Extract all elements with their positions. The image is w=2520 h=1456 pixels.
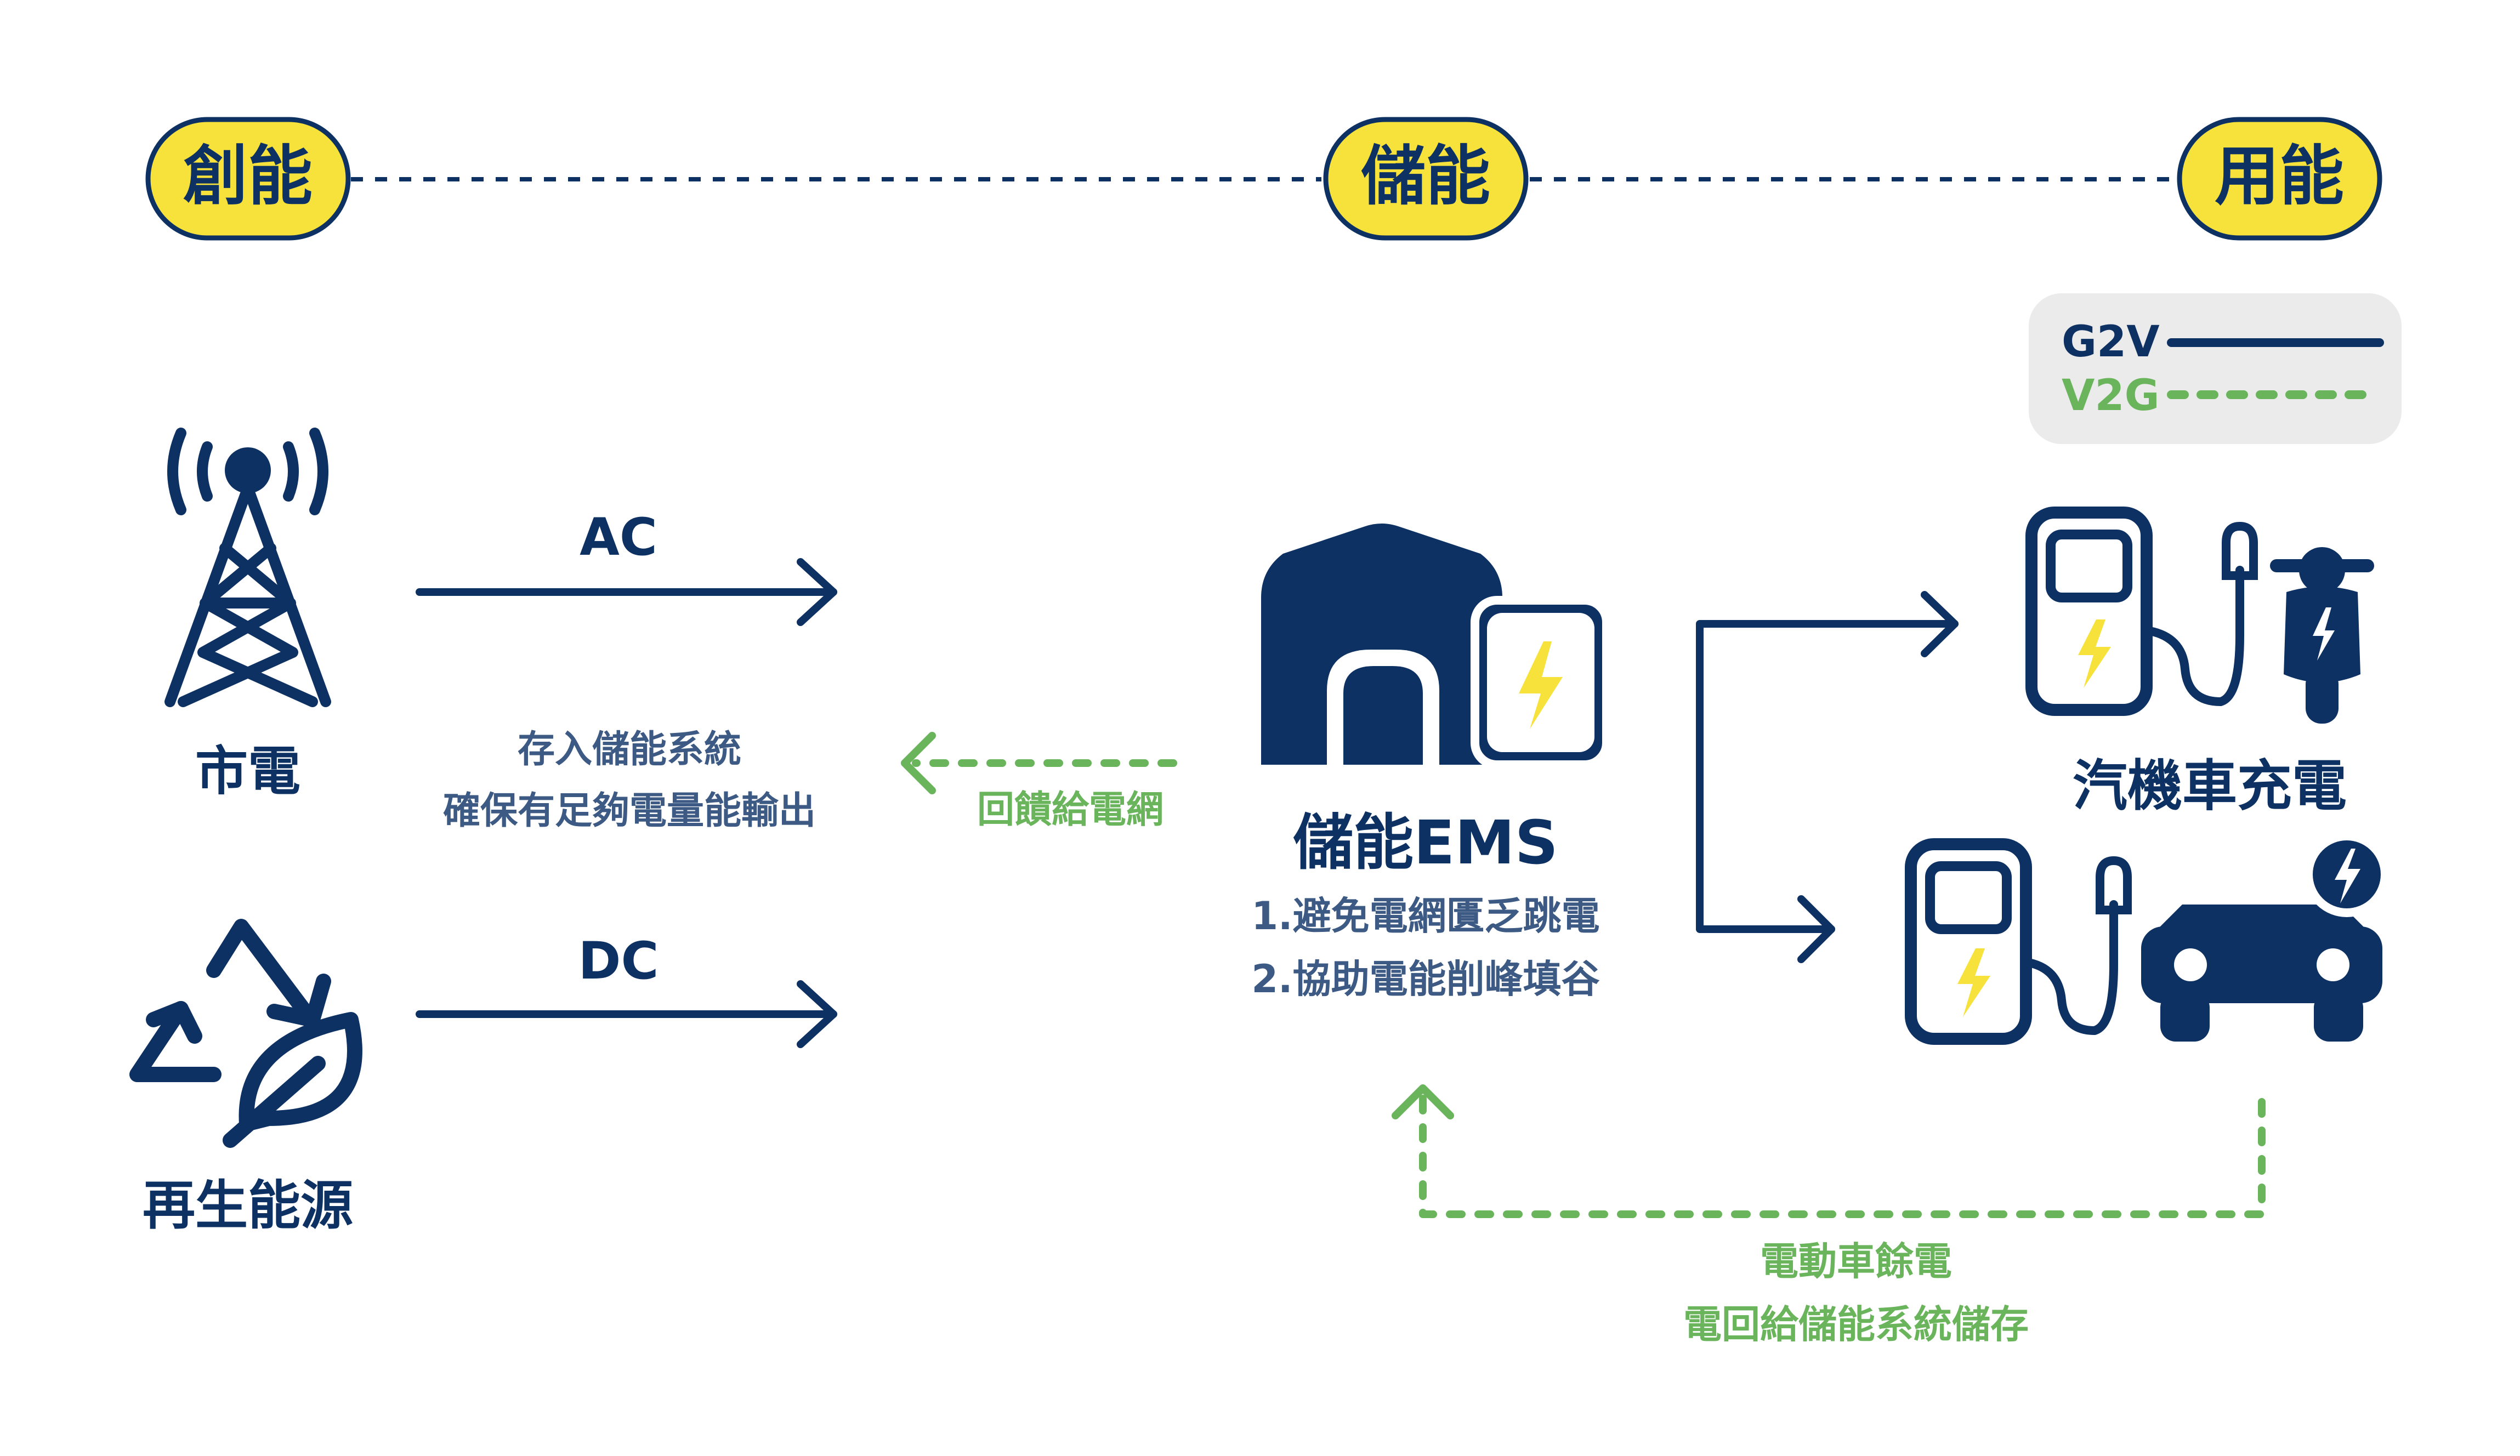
charger-station-icon-bottom [1905,838,2132,1045]
grid-label: 市電 [195,741,300,802]
stage-store-pill: 儲能 [1323,117,1529,241]
legend-g2v-label: G2V [2062,317,2160,367]
renewable-label: 再生能源 [143,1175,353,1236]
store-text-line1: 存入儲能系統 [518,728,741,771]
dc-arrow [416,980,837,1048]
charger-station-icon-top [2025,507,2258,716]
charging-label: 汽機車充電 [2073,754,2347,818]
stage-create-label: 創能 [183,138,313,214]
stage-create-pill: 創能 [145,117,351,241]
stage-bar: 創能 儲能 用能 [145,117,2382,241]
stage-use-label: 用能 [2215,138,2344,214]
stage-use-pill: 用能 [2177,117,2382,241]
store-text-line2: 確保有足夠電量能輸出 [443,789,816,833]
recycle-leaf-icon [129,919,362,1148]
ems-point1: 1.避免電網匱乏跳電 [1251,894,1599,939]
v2g-return-line2: 電回給儲能系統儲存 [1683,1302,2029,1347]
legend-v2g-label: V2G [2062,371,2160,420]
lightning-icon [1519,641,1563,729]
scooter-icon [2270,547,2374,724]
ac-arrow [416,558,837,626]
legend-box: G2V V2G [2029,293,2402,444]
electric-car-icon [2141,832,2390,1042]
ems-point2: 2.協助電能削峰填谷 [1251,957,1599,1002]
ems-title: 儲能EMS [1293,807,1558,878]
stage-store-label: 儲能 [1361,138,1490,214]
ems-house-icon [1261,524,1611,769]
feedback-arrow [901,732,1177,794]
ems-to-charging-arrows [1696,591,1959,963]
feedback-label: 回饋給電網 [977,788,1163,832]
transmission-tower-icon [164,428,331,707]
ac-label: AC [580,508,657,567]
v2g-return-arrow [1392,1084,2266,1218]
v2g-return-line1: 電動車餘電 [1760,1239,1952,1284]
dc-label: DC [578,931,659,991]
